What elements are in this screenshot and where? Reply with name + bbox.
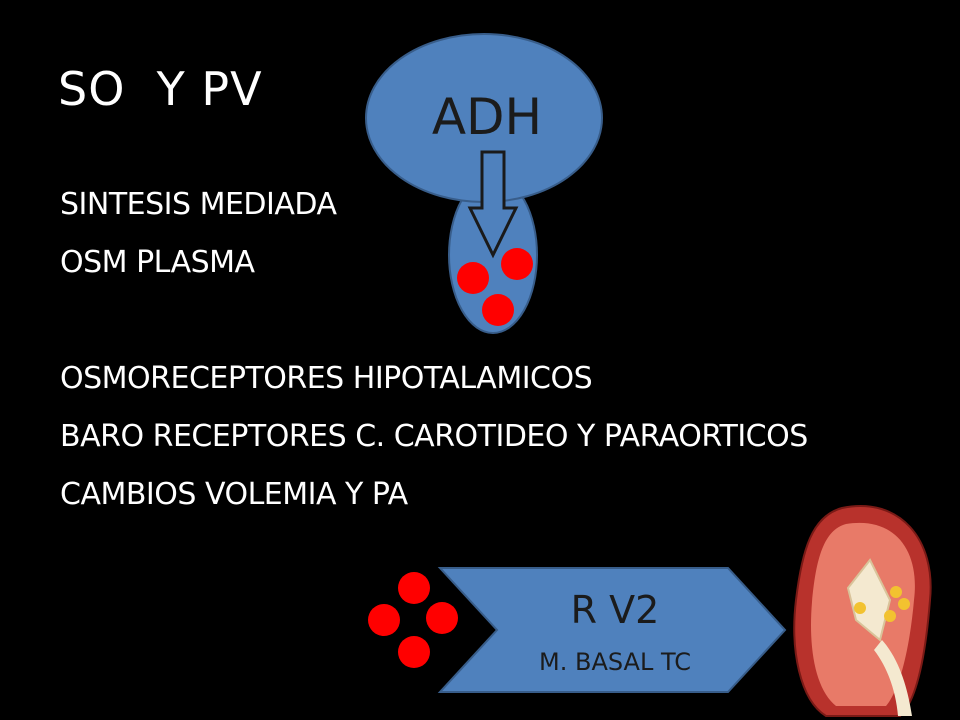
bullet-list: SINTESIS MEDIADA OSM PLASMA OSMORECEPTOR…	[60, 176, 808, 524]
adh-vesicle-dot	[482, 294, 514, 326]
bullet-cambios-volemia: CAMBIOS VOLEMIA Y PA	[60, 477, 408, 512]
kidney-icon	[793, 505, 932, 717]
bullet-osmoreceptores: OSMORECEPTORES HIPOTALAMICOS	[60, 361, 593, 396]
adh-label: ADH	[431, 88, 543, 146]
bullet-osm-plasma: OSM PLASMA	[60, 245, 255, 280]
receptor-v2-shape	[437, 567, 787, 693]
receptor-v2-label: R V2	[570, 588, 660, 632]
bullet-baroreceptores: BARO RECEPTORES C. CAROTIDEO Y PARAORTIC…	[60, 419, 808, 454]
down-arrow-icon	[467, 150, 519, 259]
receptor-v2-sublabel: M. BASAL TC	[539, 648, 691, 676]
adh-vesicle-dot	[501, 248, 533, 280]
adh-molecule-dot	[426, 602, 458, 634]
adh-vesicle-dot	[457, 262, 489, 294]
adh-molecule-dot	[398, 636, 430, 668]
slide-title: SO Y PV	[58, 62, 263, 116]
bullet-sintesis: SINTESIS MEDIADA	[60, 187, 337, 222]
adh-molecule-dot	[368, 604, 400, 636]
adh-molecule-dot	[398, 572, 430, 604]
